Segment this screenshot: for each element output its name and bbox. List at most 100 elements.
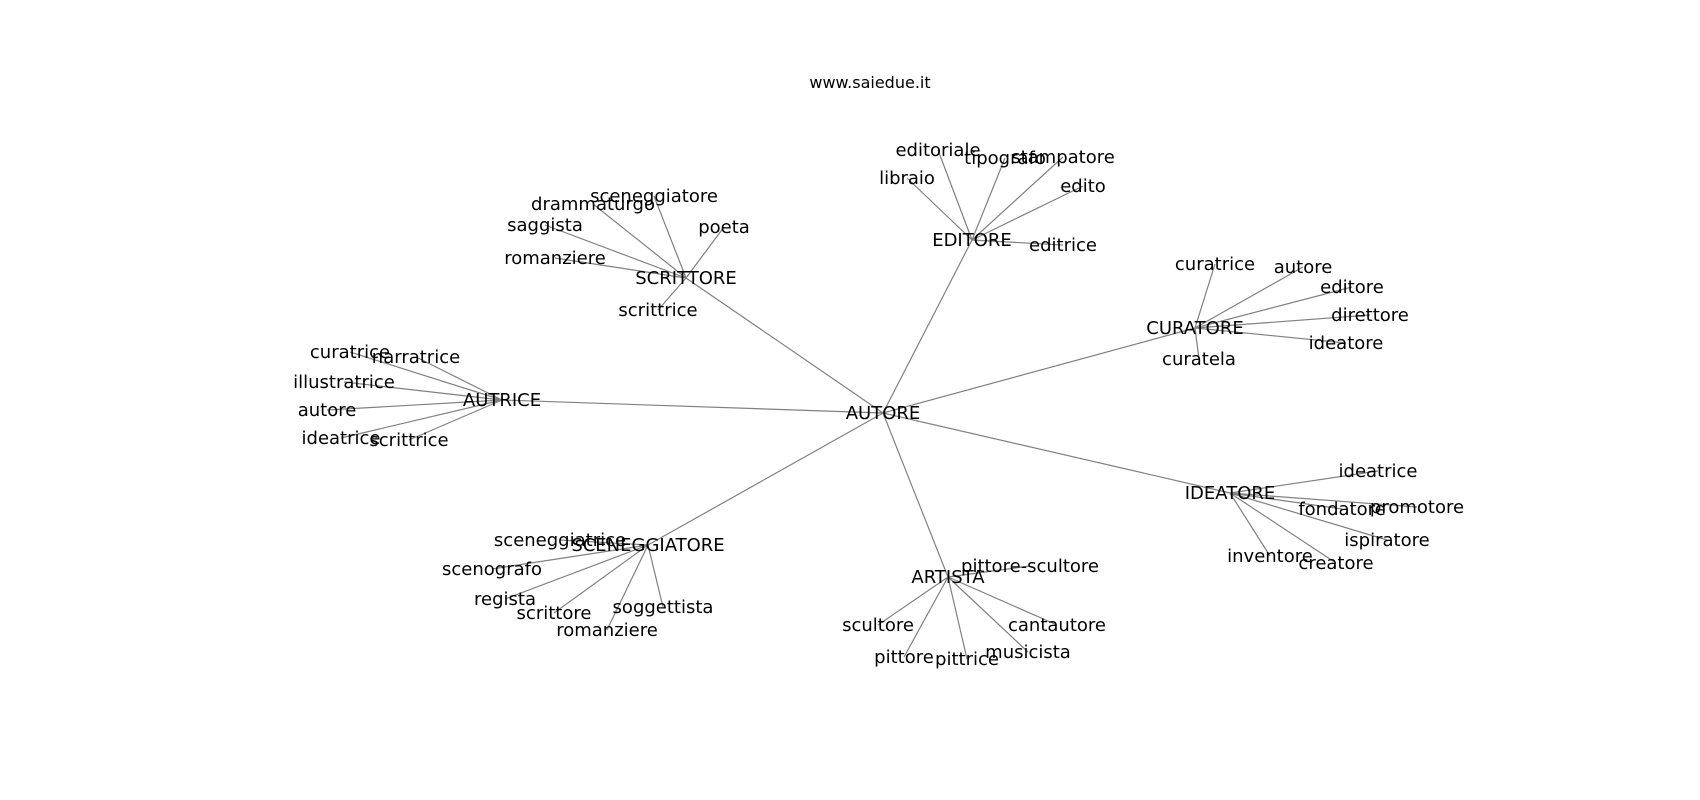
- node-sceneggiatore: SCENEGGIATORE: [571, 535, 724, 556]
- node-autrice-narratrice: narratrice: [372, 347, 460, 368]
- node-scrittore-romanziere: romanziere: [504, 248, 606, 269]
- edge-scrittore-poeta: [685, 226, 725, 279]
- node-curatore: CURATORE: [1146, 318, 1243, 339]
- edge-scrittore-sceneggiatore: [653, 195, 687, 279]
- edge-curatore-direttore: [1194, 314, 1371, 329]
- node-curatore-curatela: curatela: [1162, 349, 1236, 370]
- node-ideatore-inventore: inventore: [1227, 546, 1313, 567]
- edge-ideatore-inventore: [1229, 492, 1271, 557]
- node-autrice-illustratrice: illustratrice: [293, 372, 395, 393]
- node-editore-stampatore: stampatore: [1011, 147, 1115, 168]
- edge-ideatore-promotore: [1229, 492, 1418, 508]
- node-ideatore: IDEATORE: [1185, 483, 1276, 504]
- node-editore-tipografo: tipografo: [964, 148, 1046, 169]
- edge-ideatore-ideatrice: [1229, 470, 1379, 494]
- node-scrittore-scrittrice: scrittrice: [618, 300, 697, 321]
- edge-editore-stampatore: [971, 156, 1064, 241]
- edge-curatore-curatrice: [1194, 263, 1216, 329]
- node-autrice-scrittrice: scrittrice: [369, 430, 448, 451]
- edge-editore-editoriale: [937, 149, 973, 241]
- node-autrice: AUTRICE: [463, 390, 541, 411]
- node-sceneggiatore-scrittore: scrittore: [517, 603, 592, 624]
- node-scrittore-saggista: saggista: [507, 215, 583, 236]
- edge-sceneggiatore-scrittore: [553, 544, 649, 614]
- edge-curatore-editore: [1194, 286, 1353, 329]
- edge-editore-tipografo: [971, 157, 1006, 241]
- edge-scrittore-saggista: [544, 224, 687, 279]
- edge-autrice-scrittrice: [408, 399, 503, 441]
- node-curatore-editore: editore: [1320, 277, 1384, 298]
- node-artista-musicista: musicista: [985, 642, 1071, 663]
- node-editore-editoriale: editoriale: [895, 140, 980, 161]
- edge-artista-scultore: [877, 576, 949, 626]
- edge-artista-pittore-scultore: [947, 565, 1031, 578]
- node-sceneggiatore-regista: regista: [474, 589, 536, 610]
- edge-autrice-ideatrice: [340, 399, 503, 439]
- edge-autore-autrice: [501, 399, 884, 414]
- edge-editore-editrice: [971, 239, 1064, 246]
- edge-autore-curatore: [882, 327, 1196, 414]
- edge-sceneggiatore-soggettista: [647, 544, 664, 608]
- node-autrice-autore: autore: [298, 400, 357, 421]
- edge-sceneggiatore-scenografo: [491, 544, 649, 570]
- node-ideatore-ideatrice: ideatrice: [1339, 461, 1418, 482]
- node-editore: EDITORE: [932, 230, 1012, 251]
- node-curatore-direttore: direttore: [1331, 305, 1409, 326]
- edge-artista-musicista: [947, 576, 1029, 653]
- node-autrice-curatrice: curatrice: [310, 342, 390, 363]
- node-editore-libraio: libraio: [879, 168, 935, 189]
- edge-autrice-autore: [326, 399, 503, 411]
- edge-sceneggiatore-romanziere: [606, 544, 649, 631]
- edge-scrittore-scrittrice: [657, 277, 687, 311]
- node-curatore-ideatore: ideatore: [1309, 333, 1384, 354]
- edge-ideatore-fondatore: [1229, 492, 1343, 510]
- edge-artista-cantautore: [947, 576, 1058, 626]
- edge-autore-artista: [882, 412, 949, 578]
- node-editore-edito: edito: [1060, 176, 1106, 197]
- edge-autore-ideatore: [882, 412, 1231, 494]
- node-scrittore-drammaturgo: drammaturgo: [531, 194, 655, 215]
- node-curatore-autore: autore: [1274, 257, 1333, 278]
- edge-scrittore-drammaturgo: [592, 203, 687, 279]
- edge-autrice-narratrice: [415, 356, 503, 401]
- diagram-title: www.saiedue.it: [809, 73, 930, 92]
- edge-curatore-curatela: [1194, 327, 1200, 360]
- edge-sceneggiatore-sceneggiatrice: [559, 539, 649, 546]
- edges-layer: [326, 149, 1418, 660]
- node-curatore-curatrice: curatrice: [1175, 254, 1255, 275]
- node-artista-cantautore: cantautore: [1008, 615, 1106, 636]
- node-ideatore-fondatore: fondatore: [1298, 499, 1385, 520]
- node-autrice-ideatrice: ideatrice: [302, 428, 381, 449]
- edge-curatore-autore: [1194, 266, 1304, 329]
- node-sceneggiatore-soggettista: soggettista: [613, 597, 714, 618]
- node-artista-scultore: scultore: [842, 615, 914, 636]
- edge-autrice-curatrice: [349, 351, 503, 401]
- edge-autrice-illustratrice: [343, 381, 503, 401]
- node-scrittore: SCRITTORE: [635, 268, 737, 289]
- edge-artista-pittore: [903, 576, 949, 658]
- edge-editore-edito: [971, 185, 1084, 241]
- node-ideatore-ispiratore: ispiratore: [1344, 530, 1429, 551]
- node-scrittore-poeta: poeta: [698, 217, 750, 238]
- edge-scrittore-romanziere: [554, 257, 687, 279]
- node-sceneggiatore-scenografo: scenografo: [442, 559, 542, 580]
- node-sceneggiatore-sceneggiatrice: sceneggiatrice: [494, 530, 626, 551]
- node-artista-pittore: pittore: [874, 647, 934, 668]
- edge-autore-scrittore: [685, 277, 884, 414]
- node-ideatore-promotore: promotore: [1370, 497, 1464, 518]
- node-editore-editrice: editrice: [1029, 235, 1097, 256]
- edge-autore-editore: [882, 239, 973, 414]
- node-artista-pittore-scultore: pittore-scultore: [961, 556, 1099, 577]
- node-autore: AUTORE: [846, 403, 921, 424]
- node-artista-pittrice: pittrice: [935, 649, 999, 670]
- edge-ideatore-ispiratore: [1229, 492, 1388, 541]
- edge-curatore-ideatore: [1194, 327, 1347, 344]
- edge-autore-sceneggiatore: [647, 412, 884, 546]
- edge-artista-pittrice: [947, 576, 968, 660]
- node-ideatore-creatore: creatore: [1298, 553, 1373, 574]
- edge-sceneggiatore-regista: [504, 544, 649, 600]
- node-scrittore-sceneggiatore: sceneggiatore: [590, 186, 718, 207]
- node-sceneggiatore-romanziere: romanziere: [556, 620, 658, 641]
- edge-editore-libraio: [906, 177, 973, 241]
